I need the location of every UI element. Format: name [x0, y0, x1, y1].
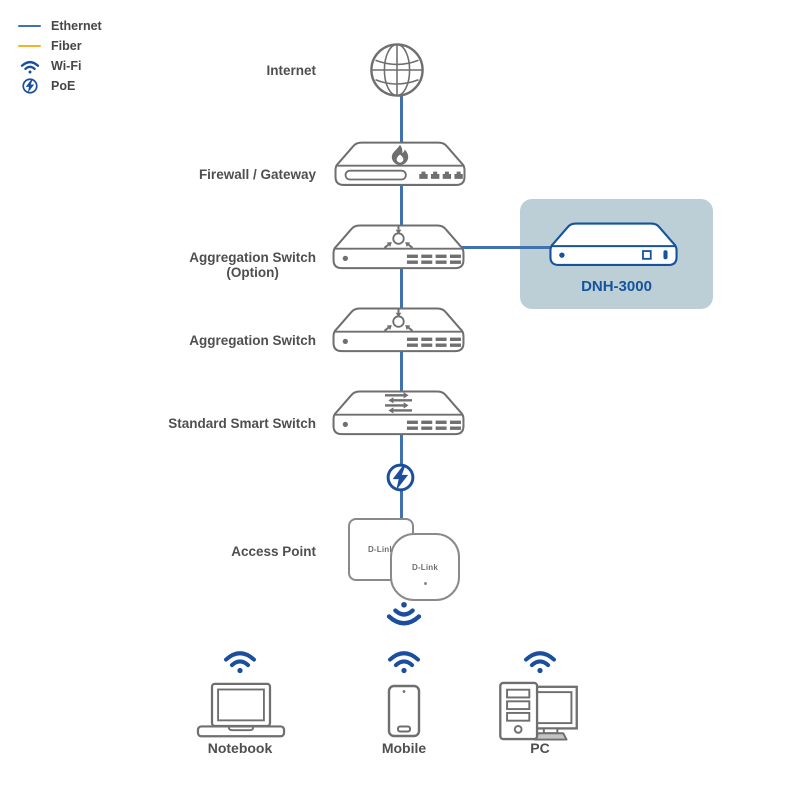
legend-label: Fiber: [51, 39, 82, 53]
aggregation-switch-label: Aggregation Switch: [189, 333, 316, 348]
flame-icon: [391, 144, 409, 166]
ethernet-dnh-line: [458, 246, 558, 249]
legend: Ethernet Fiber Wi-Fi PoE: [18, 16, 102, 96]
mobile-label: Mobile: [381, 740, 427, 756]
globe-icon: [370, 43, 424, 97]
aggregation-switch-device: [332, 307, 465, 353]
desktop-pc-icon: [499, 681, 578, 741]
aggregation-icon: [383, 309, 414, 332]
access-point-front-unit: D-Link: [390, 533, 460, 601]
brand-label: D-Link: [411, 562, 439, 572]
ethernet-line-swatch: [18, 24, 41, 28]
legend-item-poe: PoE: [18, 76, 102, 96]
ethernet-ports: [419, 171, 463, 179]
notebook-label: Notebook: [207, 740, 273, 756]
legend-label: Ethernet: [51, 19, 102, 33]
port-bars: [406, 337, 461, 347]
status-led: [559, 252, 565, 258]
port-square: [642, 250, 652, 260]
poe-icon: [18, 77, 41, 95]
laptop-icon: [196, 682, 286, 738]
aggregation-icon: [383, 226, 414, 249]
wifi-icon: [223, 651, 257, 674]
wifi-icon: [18, 58, 41, 74]
port-bar: [663, 250, 668, 260]
smart-switch-label: Standard Smart Switch: [168, 416, 316, 431]
status-led: [342, 338, 348, 345]
legend-item-fiber: Fiber: [18, 36, 102, 56]
smartphone-icon: [387, 684, 421, 738]
wifi-icon: [387, 651, 421, 674]
fiber-line-swatch: [18, 44, 41, 48]
wifi-signal-icon: [386, 601, 422, 626]
legend-item-ethernet: Ethernet: [18, 16, 102, 36]
status-led: [342, 421, 348, 428]
wifi-icon: [523, 651, 557, 674]
switching-arrows-icon: [385, 392, 412, 414]
legend-label: Wi-Fi: [51, 59, 82, 73]
brand-label: D-Link: [367, 545, 395, 554]
firewall-device: [334, 141, 466, 186]
port-bars: [406, 420, 461, 430]
smart-switch-device: [332, 390, 465, 436]
aggregation-switch-option-label: Aggregation Switch (Option): [189, 250, 316, 280]
vent-slot: [344, 169, 407, 181]
dnh3000-label: DNH-3000: [581, 278, 652, 295]
internet-label: Internet: [266, 63, 316, 78]
status-led: [342, 255, 348, 262]
legend-item-wifi: Wi-Fi: [18, 56, 102, 76]
firewall-label: Firewall / Gateway: [198, 167, 316, 182]
legend-label: PoE: [51, 79, 76, 93]
pc-label: PC: [530, 740, 550, 756]
poe-icon: [386, 463, 415, 492]
led-dot: [423, 582, 427, 585]
aggregation-switch-option-device: [332, 224, 465, 270]
dnh-3000-device: [549, 222, 678, 267]
port-bars: [406, 254, 461, 264]
access-point-label: Access Point: [231, 544, 316, 559]
